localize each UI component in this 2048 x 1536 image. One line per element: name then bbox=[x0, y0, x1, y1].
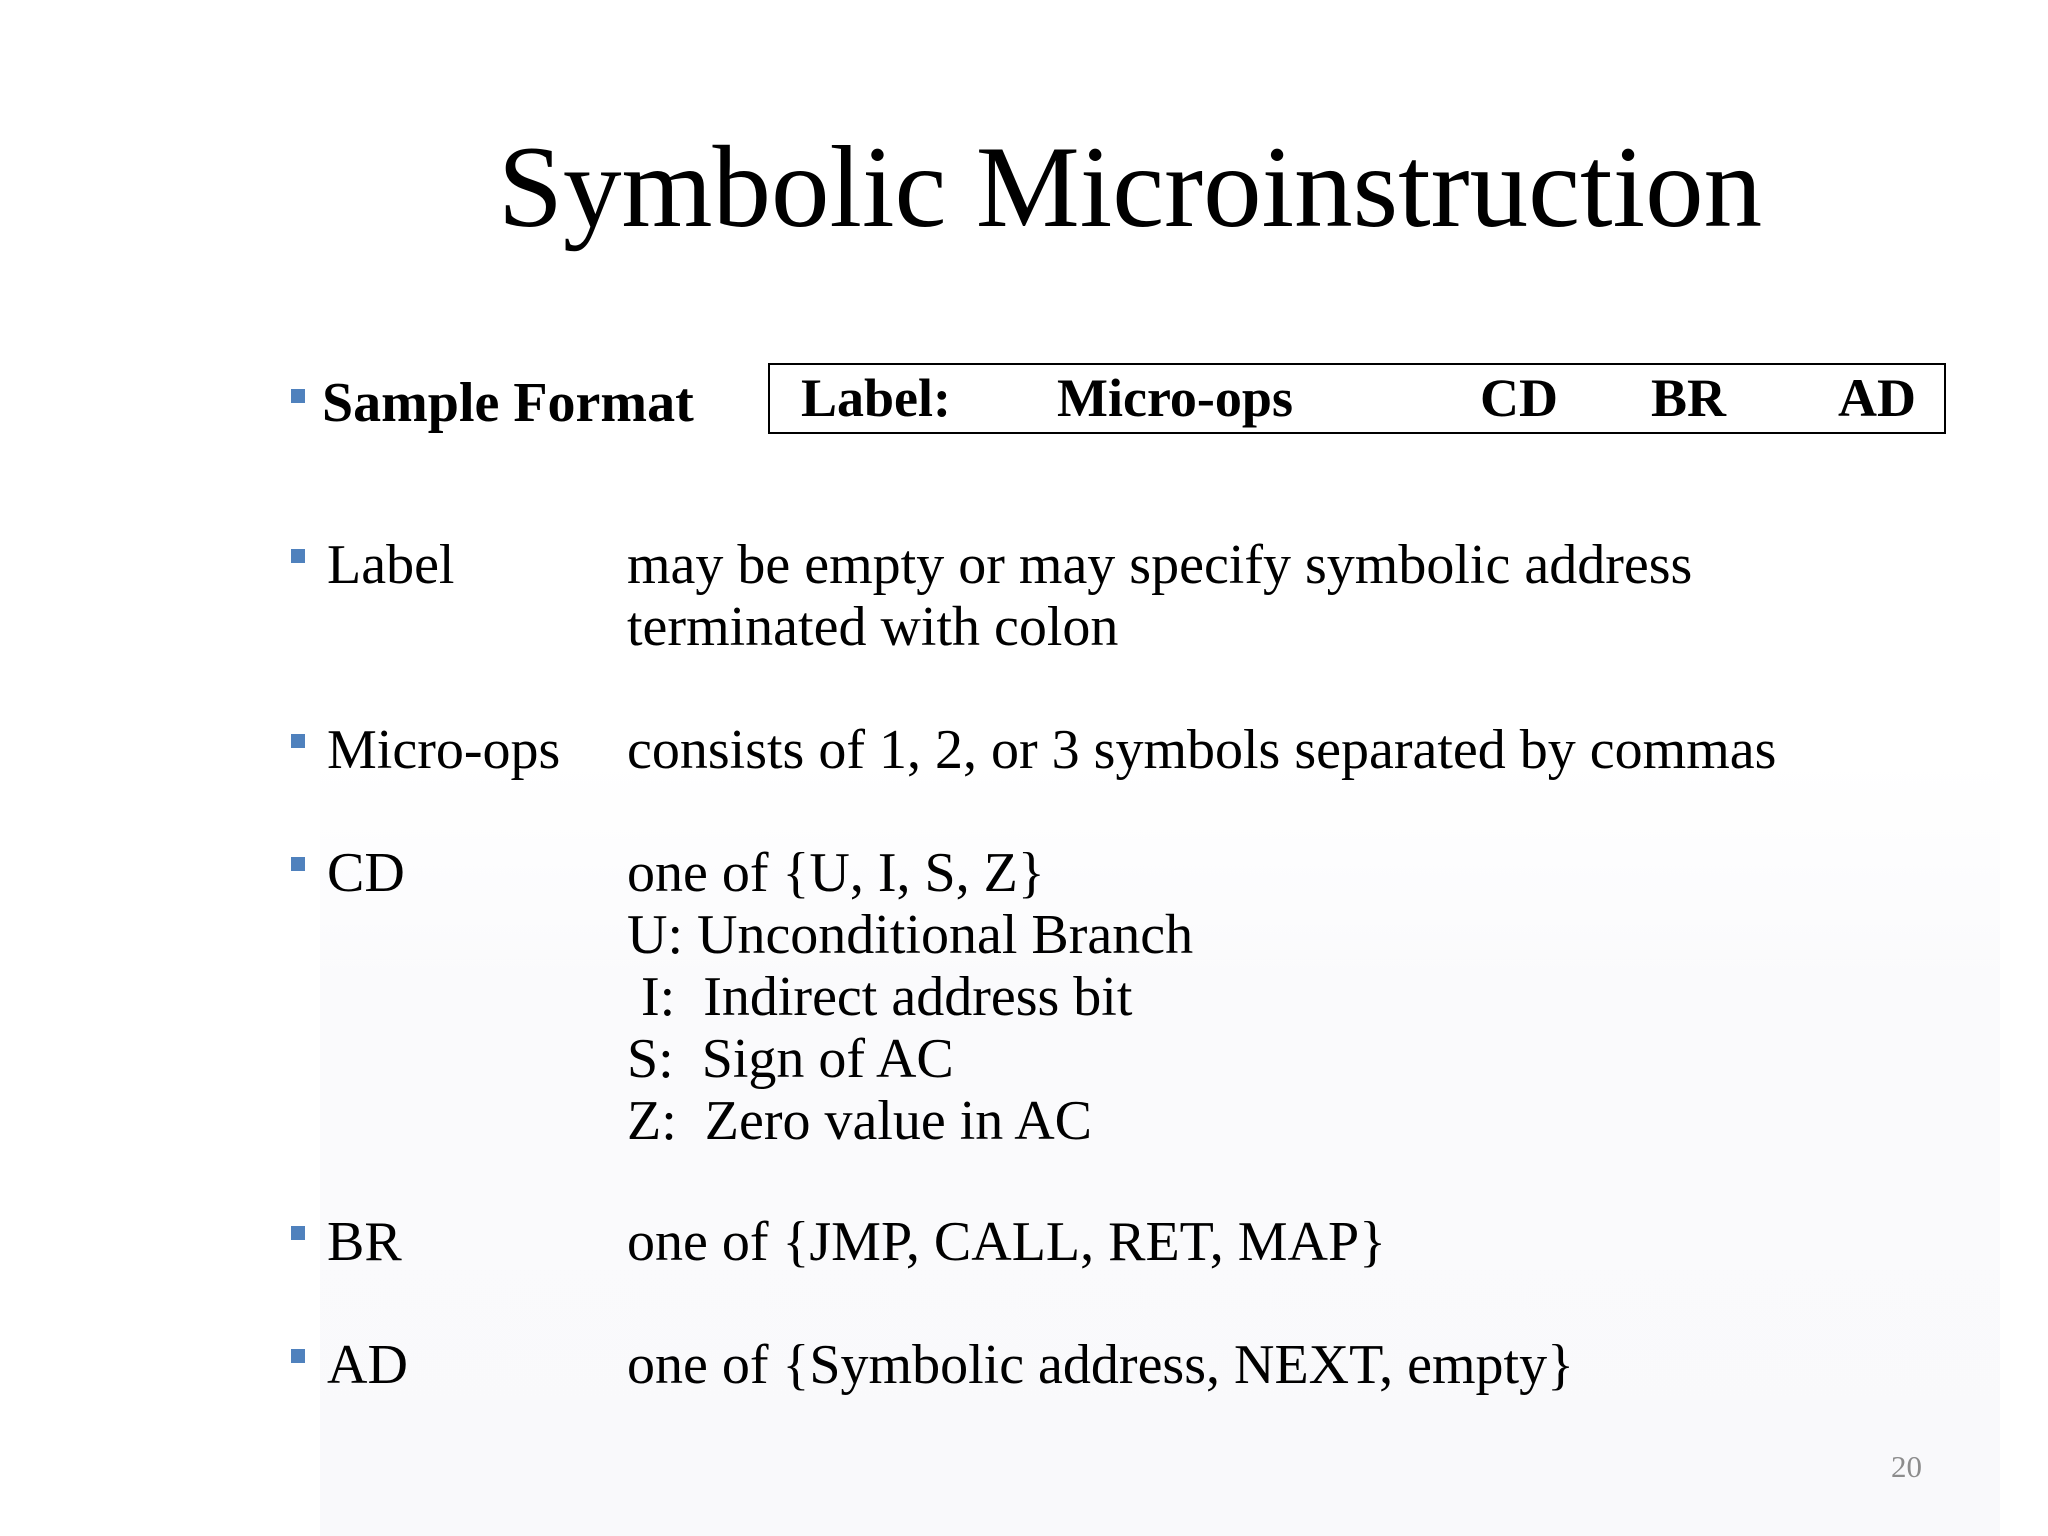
definition-line: may be empty or may specify symbolic add… bbox=[627, 534, 1693, 596]
item-term: Label bbox=[327, 534, 455, 596]
sample-format-box: Label: Micro-ops CD BR AD bbox=[768, 363, 1946, 434]
item-definition: one of {U, I, S, Z} U: Unconditional Bra… bbox=[627, 842, 1193, 1152]
bullet-icon bbox=[291, 734, 305, 748]
bullet-icon bbox=[291, 549, 305, 563]
item-definition: one of {JMP, CALL, RET, MAP} bbox=[627, 1211, 1386, 1273]
bullet-icon bbox=[291, 1349, 305, 1363]
definition-line: terminated with colon bbox=[627, 596, 1119, 658]
bullet-icon bbox=[291, 857, 305, 871]
bullet-icon bbox=[291, 389, 305, 403]
item-definition: one of {Symbolic address, NEXT, empty} bbox=[627, 1334, 1574, 1396]
definition-line: one of {U, I, S, Z} bbox=[627, 842, 1045, 904]
definition-line: one of {JMP, CALL, RET, MAP} bbox=[627, 1211, 1386, 1273]
definition-line: one of {Symbolic address, NEXT, empty} bbox=[627, 1334, 1574, 1396]
definition-line: S: Sign of AC bbox=[627, 1028, 954, 1090]
sample-format-label: Sample Format bbox=[322, 372, 694, 434]
item-term: BR bbox=[327, 1211, 402, 1273]
definition-line: consists of 1, 2, or 3 symbols separated… bbox=[627, 719, 1777, 781]
item-definition: consists of 1, 2, or 3 symbols separated… bbox=[627, 719, 1776, 781]
page-number: 20 bbox=[1891, 1449, 1922, 1484]
format-field-micro-ops: Micro-ops bbox=[1057, 368, 1293, 428]
format-field-cd: CD bbox=[1480, 368, 1558, 428]
definition-line: I: Indirect address bit bbox=[627, 966, 1133, 1028]
content-background bbox=[320, 760, 2000, 1536]
definition-line: U: Unconditional Branch bbox=[627, 904, 1194, 966]
definition-line: Z: Zero value in AC bbox=[627, 1090, 1093, 1152]
format-field-label: Label: bbox=[801, 368, 952, 428]
format-field-ad: AD bbox=[1838, 368, 1916, 428]
format-field-br: BR bbox=[1651, 368, 1727, 428]
item-definition: may be empty or may specify symbolic add… bbox=[627, 534, 1692, 658]
slide-title: Symbolic Microinstruction bbox=[497, 123, 1763, 252]
item-term: AD bbox=[327, 1334, 408, 1396]
item-term: CD bbox=[327, 842, 405, 904]
bullet-icon bbox=[291, 1226, 305, 1240]
item-term: Micro-ops bbox=[327, 719, 561, 781]
